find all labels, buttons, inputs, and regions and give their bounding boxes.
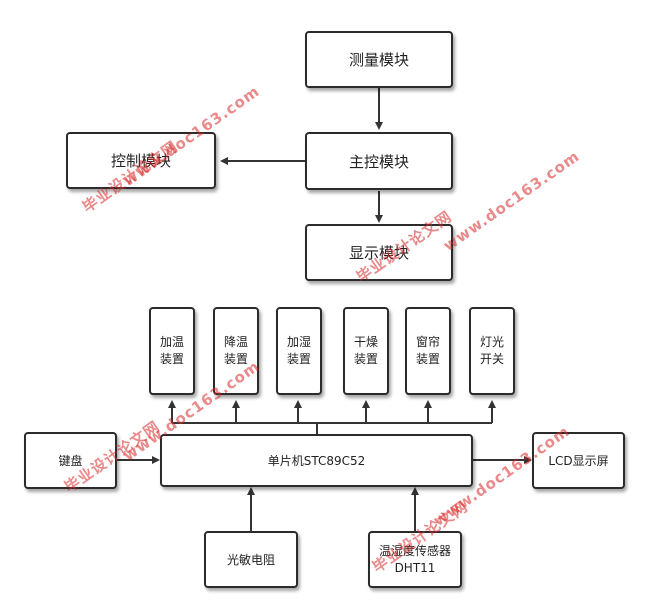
device-line2: 开关 [479,352,504,366]
measure-module-box: 测量模块 [305,31,453,88]
sensor-label-line2: DHT11 [394,560,436,575]
keyboard-label: 键盘 [58,454,83,468]
control-module-box: 控制模块 [66,132,216,189]
display-module-box: 显示模块 [305,224,453,281]
sensor-box: 温湿度传感器 DHT11 [368,531,462,588]
photoresistor-box: 光敏电阻 [204,531,298,588]
sensor-label-line1: 温湿度传感器 [378,543,451,558]
device-box-light: 灯光 开关 [469,307,515,395]
device-line2: 装置 [353,352,378,366]
device-box-dry: 干燥 装置 [343,307,389,395]
keyboard-box: 键盘 [24,432,117,489]
main-module-box: 主控模块 [305,132,453,190]
mcu-box: 单片机STC89C52 [160,434,473,487]
device-line2: 装置 [286,352,311,366]
lcd-label: LCD显示屏 [548,454,609,468]
device-line2: 装置 [159,352,184,366]
device-line2: 装置 [415,352,440,366]
device-box-humidify: 加湿 装置 [276,307,322,395]
photoresistor-label: 光敏电阻 [226,553,275,567]
device-box-curtain: 窗帘 装置 [405,307,451,395]
device-line1: 干燥 [353,335,378,349]
device-line1: 加温 [159,335,184,349]
measure-module-label: 测量模块 [348,51,409,69]
device-line2: 装置 [223,352,248,366]
device-line1: 加湿 [286,335,311,349]
device-line1: 降温 [223,335,248,349]
display-module-label: 显示模块 [348,244,409,262]
device-box-heating: 加温 装置 [149,307,195,395]
lcd-box: LCD显示屏 [532,432,625,489]
mcu-label: 单片机STC89C52 [267,454,366,468]
device-line1: 窗帘 [415,335,440,349]
main-module-label: 主控模块 [348,152,409,171]
control-module-label: 控制模块 [110,152,171,170]
device-box-cooling: 降温 装置 [213,307,259,395]
device-line1: 灯光 [479,335,504,349]
